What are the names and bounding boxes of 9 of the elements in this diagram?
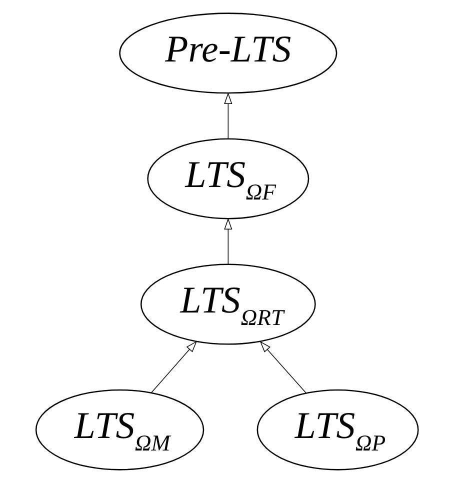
arrow <box>224 218 232 264</box>
arrow <box>224 92 232 139</box>
node-ellipse: LTS$_{ΩM}$ <box>34 389 204 470</box>
node-ellipse: LTS$_{ΩP}$ <box>256 389 418 470</box>
node-ellipse: LTS$_{ΩF}$ <box>146 138 309 220</box>
node-ellipse: Pre-LTS <box>118 12 337 94</box>
arrow <box>150 340 197 394</box>
node-ellipse: LTS$_{ΩRT}$ <box>140 264 316 345</box>
arrow <box>259 341 306 394</box>
